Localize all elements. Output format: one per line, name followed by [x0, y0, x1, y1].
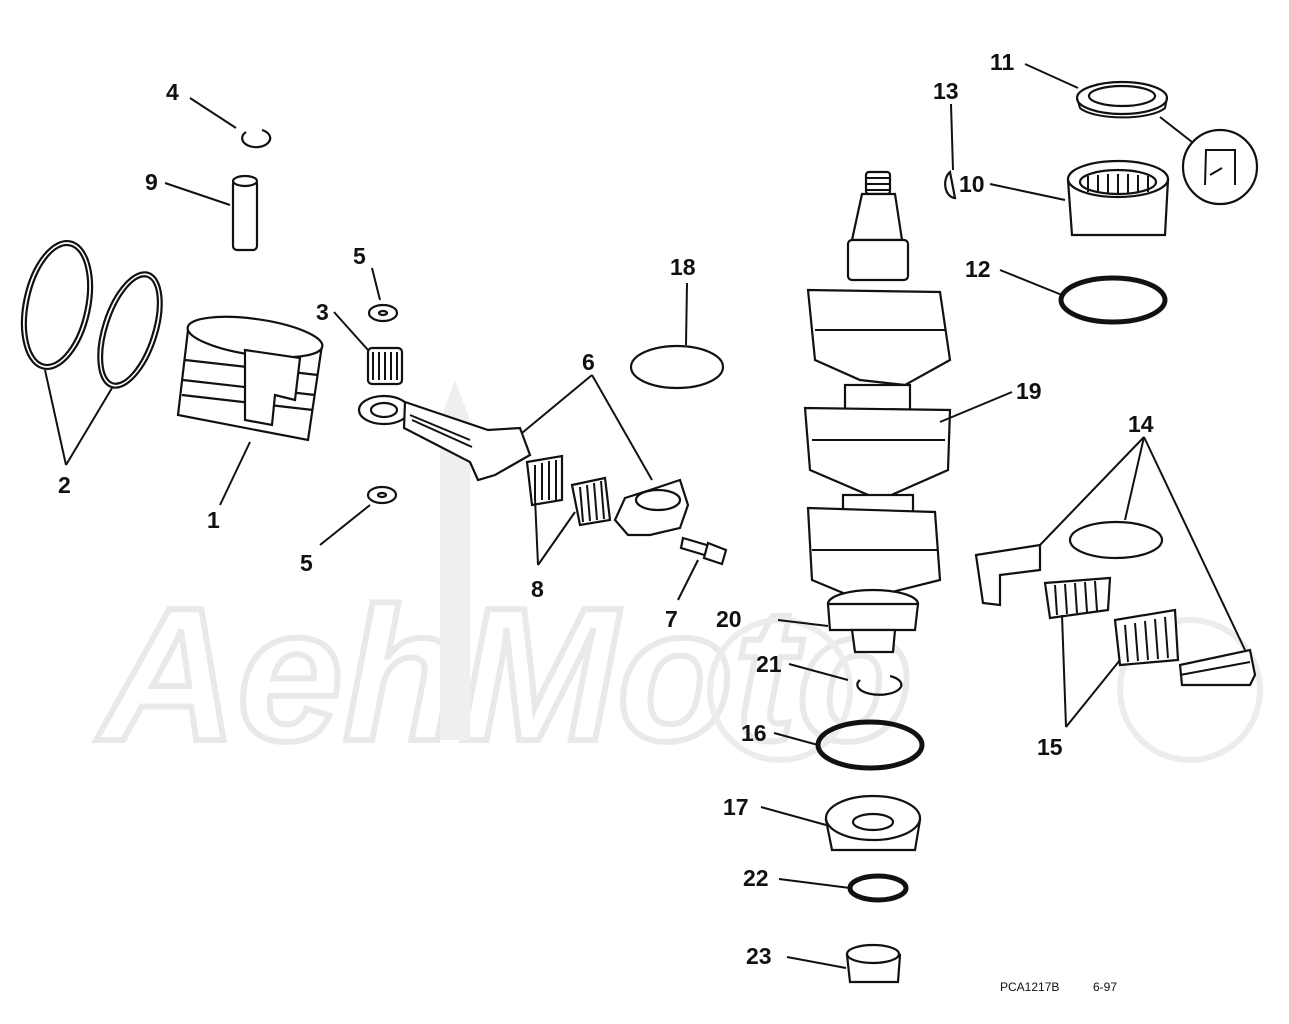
- part-8-rod-bearing-cages: [525, 454, 612, 527]
- callout-12: 12: [965, 256, 991, 282]
- callout-6: 6: [582, 349, 595, 375]
- callout-5-bottom: 5: [300, 550, 313, 576]
- part-7-rod-bolt: [679, 536, 728, 566]
- part-5-thrust-washer-bottom: [366, 485, 398, 505]
- part-10-main-bearing: [1066, 159, 1170, 237]
- part-3-needle-bearing: [366, 346, 404, 386]
- part-9-piston-pin: [231, 174, 259, 252]
- callout-5-top: 5: [353, 243, 366, 269]
- part-19-crankshaft: [803, 170, 952, 654]
- part-2-piston-rings: [20, 239, 163, 389]
- watermark: AehMoto: [93, 380, 1263, 784]
- part-15-needle-cages: [1043, 576, 1180, 667]
- part-22-seal: [847, 873, 909, 903]
- callout-7: 7: [665, 606, 678, 632]
- part-5-thrust-washer-top: [367, 303, 399, 323]
- part-11-seal: [1075, 80, 1169, 119]
- part-21-snap-ring: [856, 674, 903, 696]
- callout-23: 23: [746, 943, 772, 969]
- callout-4: 4: [166, 79, 179, 105]
- callout-14: 14: [1128, 411, 1154, 437]
- part-17-bearing-retainer: [824, 794, 922, 852]
- part-18-o-ring: [629, 344, 725, 390]
- part-connecting-rod: [357, 394, 532, 482]
- callout-21: 21: [756, 651, 782, 677]
- part-11-detail-callout: [1159, 116, 1259, 206]
- callout-3: 3: [316, 299, 329, 325]
- callout-labels: 4 9 2 1 5 3 5 6 8 7 18 19 11 13 10 12 14…: [58, 49, 1154, 969]
- part-13-woodruff-key: [944, 169, 957, 200]
- watermark-text: AehMoto: [96, 569, 913, 781]
- drawing-code: PCA1217B: [1000, 980, 1059, 994]
- part-12-retaining-ring: [1058, 275, 1168, 325]
- callout-15: 15: [1037, 734, 1063, 760]
- callout-9: 9: [145, 169, 158, 195]
- part-6-rod-cap: [613, 478, 690, 537]
- callout-16: 16: [741, 720, 767, 746]
- callout-19: 19: [1016, 378, 1042, 404]
- callout-18: 18: [670, 254, 696, 280]
- part-23-bushing: [845, 943, 902, 984]
- callout-22: 22: [743, 865, 769, 891]
- callout-17: 17: [723, 794, 749, 820]
- callout-20: 20: [716, 606, 742, 632]
- drawing-date: 6-97: [1093, 980, 1117, 994]
- part-14-bearing-races: [974, 520, 1257, 687]
- part-1-piston: [176, 315, 324, 442]
- callout-1: 1: [207, 507, 220, 533]
- callout-13: 13: [933, 78, 959, 104]
- callout-8: 8: [531, 576, 544, 602]
- callout-11: 11: [990, 49, 1015, 75]
- callout-10: 10: [959, 171, 985, 197]
- part-4-circlip: [241, 128, 272, 149]
- callout-2: 2: [58, 472, 71, 498]
- leader-lines: [44, 63, 1246, 969]
